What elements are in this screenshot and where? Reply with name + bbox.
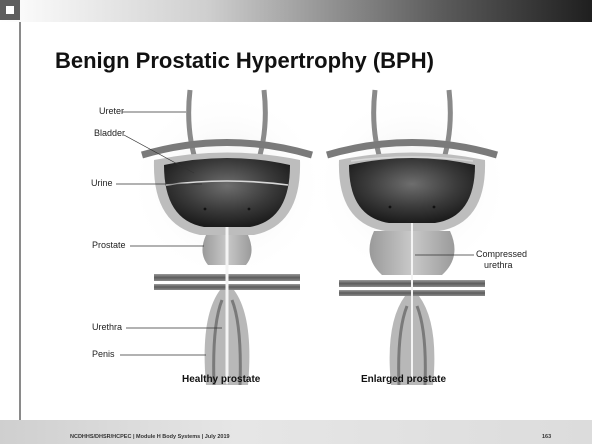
ureter-label: Ureter [99,106,124,116]
prostate-label: Prostate [92,240,126,250]
bph-illustration: Ureter Bladder Urine Prostate Urethra Pe… [82,85,552,395]
anatomy-diagram [82,85,552,395]
compressed-urethra-label-line1: Compressed [476,249,527,259]
enlarged-ureteral-orifice-right [433,206,436,209]
slide-title: Benign Prostatic Hypertrophy (BPH) [55,48,434,74]
enlarged-anatomy [312,90,512,385]
corner-square-icon [0,0,20,20]
healthy-ureteral-orifice-right [248,208,251,211]
urethra-label: Urethra [92,322,122,332]
healthy-bladder [164,158,290,227]
urine-label: Urine [91,178,113,188]
footer-bar [0,420,592,444]
compressed-urethra-label-line2: urethra [484,260,513,270]
healthy-anatomy [127,90,327,385]
left-vertical-rule [19,22,21,420]
corner-square-inner [6,6,14,14]
header-gradient-band [0,0,592,22]
healthy-prostate-caption: Healthy prostate [182,374,260,385]
footer-text: NCDHHS/DHSR/HCPEC | Module H Body System… [70,434,230,440]
healthy-ureteral-orifice-left [204,208,207,211]
bladder-label: Bladder [94,128,125,138]
enlarged-bladder [349,158,475,223]
enlarged-prostate-caption: Enlarged prostate [361,374,446,385]
enlarged-ureteral-orifice-left [389,206,392,209]
penis-label: Penis [92,349,115,359]
page-number: 163 [542,434,551,440]
